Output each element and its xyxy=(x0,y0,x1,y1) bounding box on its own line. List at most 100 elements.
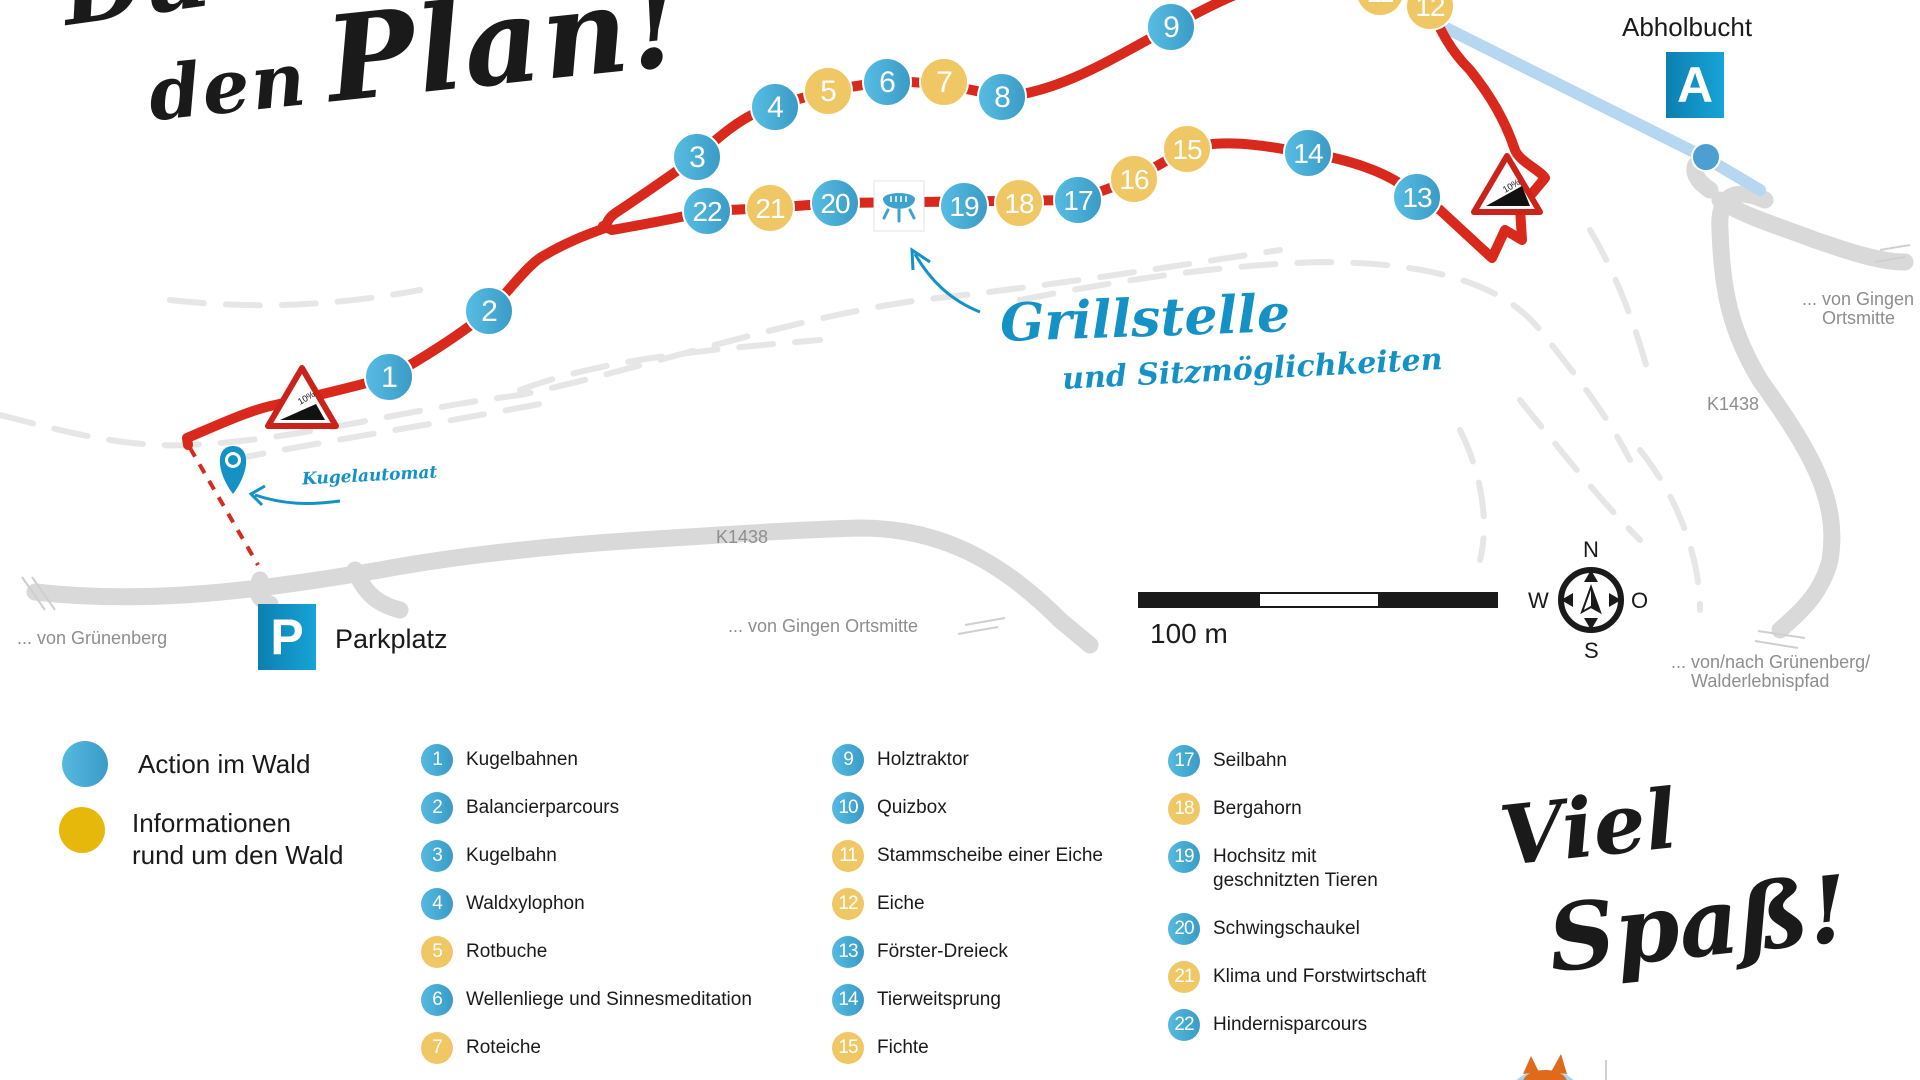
svg-text:5: 5 xyxy=(820,75,836,108)
fox-mascot-icon xyxy=(1516,1054,1574,1080)
station-marker-7: 7 xyxy=(919,57,969,107)
legend-item-label: Roteiche xyxy=(466,1037,541,1058)
station-marker-18: 18 xyxy=(994,178,1044,228)
legend-item-label: Quizbox xyxy=(877,797,947,818)
svg-text:2: 2 xyxy=(481,295,497,328)
legend-item-15: 15 Fichte xyxy=(832,1032,1103,1080)
station-number-badge: 21 xyxy=(1168,961,1200,993)
station-marker-17: 17 xyxy=(1053,175,1103,225)
grade-sign-icon: 10% xyxy=(1471,153,1543,215)
info-dot-icon xyxy=(59,807,105,853)
svg-text:8: 8 xyxy=(994,81,1010,114)
svg-text:9: 9 xyxy=(1163,11,1179,44)
svg-text:11: 11 xyxy=(1366,0,1393,8)
station-marker-1: 1 xyxy=(364,352,414,402)
pickup-point-icon xyxy=(1691,142,1721,172)
station-marker-2: 2 xyxy=(464,286,514,336)
legend-key-action: Action im Wald xyxy=(62,741,343,787)
legend-item-label: Bergahorn xyxy=(1213,798,1302,819)
station-number-badge: 22 xyxy=(1168,1009,1200,1041)
divider xyxy=(1605,1060,1607,1080)
legend-item-label: Balancierparcours xyxy=(466,797,620,818)
svg-text:1: 1 xyxy=(381,361,397,394)
arrow-head-icon xyxy=(910,247,931,271)
station-marker-11: 11 xyxy=(1356,0,1404,17)
legend-item-label: Kugelbahn xyxy=(466,845,557,866)
svg-text:16: 16 xyxy=(1119,164,1149,195)
legend-item-label: Schwingschaukel xyxy=(1213,918,1360,939)
legend-item-1: 1 Kugelbahnen xyxy=(421,744,752,792)
station-number-badge: 1 xyxy=(421,744,453,776)
grade-sign-icon: 10% xyxy=(265,365,339,429)
road-label-from-gruenenberg: ... von Grünenberg xyxy=(17,628,168,648)
station-number-badge: 5 xyxy=(421,936,453,968)
arrow-icon xyxy=(913,253,981,314)
title-den: den xyxy=(144,36,312,139)
legend-item-label: Rotbuche xyxy=(466,941,548,962)
legend-item-label: Fichte xyxy=(877,1037,929,1058)
station-number-badge: 19 xyxy=(1168,841,1200,873)
station-number-badge: 6 xyxy=(421,984,453,1016)
svg-text:13: 13 xyxy=(1402,182,1432,213)
svg-text:22: 22 xyxy=(692,196,722,227)
station-marker-15: 15 xyxy=(1162,124,1212,174)
closing-viel: Viel xyxy=(1495,771,1682,885)
grill-icon xyxy=(873,180,925,232)
station-marker-19: 19 xyxy=(939,181,989,231)
legend-item-4: 4 Waldxylophon xyxy=(421,888,752,936)
station-marker-5: 5 xyxy=(803,66,853,116)
pickup-sign: A xyxy=(1666,52,1724,118)
legend-item-17: 17 Seilbahn xyxy=(1168,745,1426,793)
legend-item-20: 20 Schwingschaukel xyxy=(1168,913,1426,961)
scale-bar xyxy=(1138,592,1498,608)
station-marker-21: 21 xyxy=(745,183,795,233)
road-label-k1438: K1438 xyxy=(716,527,769,547)
station-number-badge: 10 xyxy=(832,792,864,824)
access-path xyxy=(188,446,260,567)
station-marker-6: 6 xyxy=(862,57,912,107)
station-number-badge: 12 xyxy=(832,888,864,920)
station-marker-14: 14 xyxy=(1283,128,1333,178)
station-marker-20: 20 xyxy=(810,178,860,228)
station-number-badge: 17 xyxy=(1168,745,1200,777)
pickup-label: Abholbucht xyxy=(1622,12,1753,42)
legend-item-label: Seilbahn xyxy=(1213,750,1287,771)
station-marker-8: 8 xyxy=(977,72,1027,122)
svg-text:17: 17 xyxy=(1063,185,1093,216)
arrow-icon xyxy=(254,493,341,505)
station-marker-12: 12 xyxy=(1405,0,1455,31)
road-label-from-gingen-right: ... von Gingen Ortsmitte xyxy=(1802,289,1915,328)
station-number-badge: 4 xyxy=(421,888,453,920)
station-marker-4: 4 xyxy=(750,82,800,132)
forest-paths xyxy=(0,227,1703,613)
legend-item-label: Waldxylophon xyxy=(466,893,585,914)
compass-icon xyxy=(1558,567,1624,633)
station-marker-9: 9 xyxy=(1146,2,1196,52)
station-number-badge: 11 xyxy=(832,840,864,872)
compass-west: W xyxy=(1528,588,1549,613)
svg-text:4: 4 xyxy=(767,91,783,124)
station-marker-13: 13 xyxy=(1392,172,1442,222)
svg-text:19: 19 xyxy=(949,191,979,222)
compass-east: O xyxy=(1631,588,1649,613)
station-number-badge: 15 xyxy=(832,1032,864,1064)
legend-item-label: Kugelbahnen xyxy=(466,749,578,770)
location-pin-icon xyxy=(219,446,247,494)
parking-sign: P xyxy=(258,604,316,670)
svg-text:14: 14 xyxy=(1293,138,1323,169)
station-number-badge: 20 xyxy=(1168,913,1200,945)
compass-north: N xyxy=(1583,537,1599,562)
svg-text:18: 18 xyxy=(1004,188,1034,219)
legend-item-label: Klima und Forstwirtschaft xyxy=(1213,966,1427,987)
road-label-from-gingen: ... von Gingen Ortsmitte xyxy=(728,616,919,636)
